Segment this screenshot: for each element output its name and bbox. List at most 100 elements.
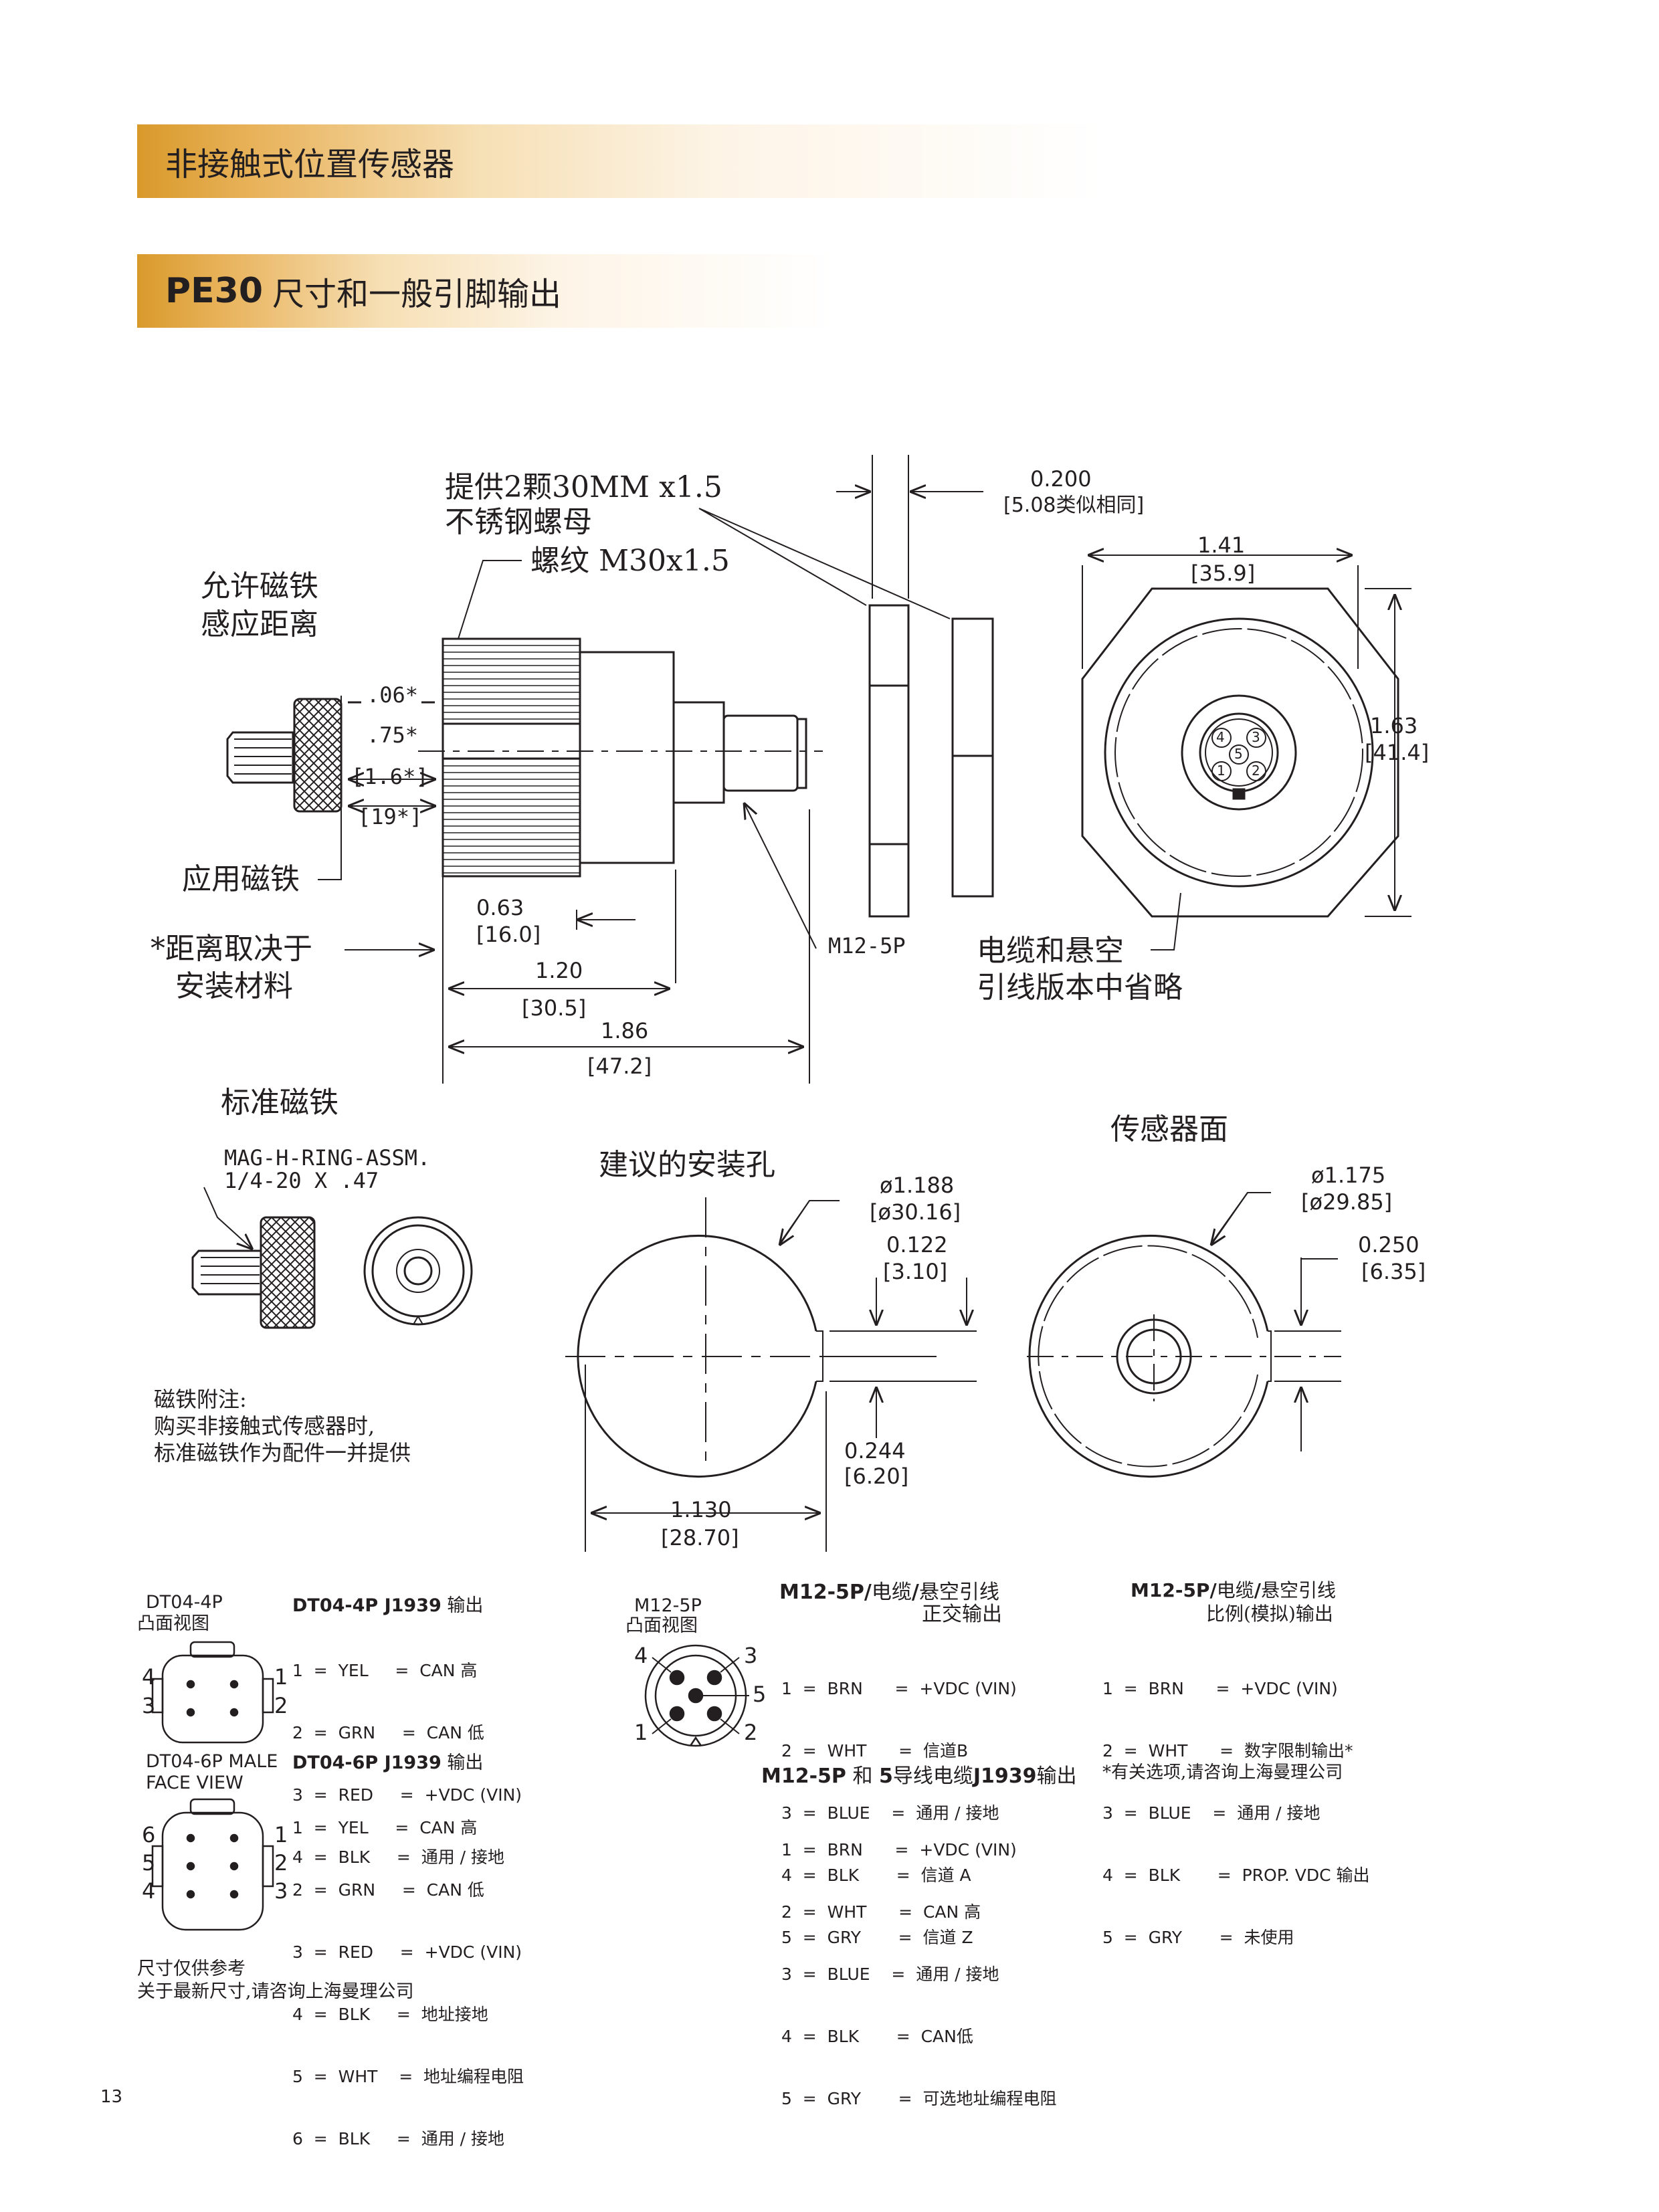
m12-view-label1: M12-5P xyxy=(634,1595,702,1616)
m12-quad-pin-row: 3 = BLUE = 通用 / 接地 xyxy=(781,1803,999,1823)
connector-label: M12-5P xyxy=(828,933,906,959)
dt04-6p-pin-row: 4 = BLK = 地址接地 xyxy=(292,2005,488,2024)
magnet-note-line3: 标准磁铁作为配件一并提供 xyxy=(154,1440,411,1466)
m12-view-label2: 凸面视图 xyxy=(625,1615,698,1636)
m12-analog-title-cable: 电缆 xyxy=(1216,1579,1254,1601)
dt04-6p-pin-row: 1 = YEL = CAN 高 xyxy=(292,1818,478,1837)
dt04-6p-side-2: 2 xyxy=(274,1850,288,1876)
m12-j1939-title-cable: 导线电缆 xyxy=(892,1765,973,1788)
dt04-6p-title-model: DT04-6P J1939 xyxy=(292,1752,442,1773)
category-title: 非接触式位置传感器 xyxy=(165,146,455,183)
magnet-note-line2: 购买非接触式传感器时, xyxy=(154,1413,375,1439)
dt04-6p-face xyxy=(153,1799,273,1930)
dt04-4p-view-label2: 凸面视图 xyxy=(137,1613,209,1634)
dia-1188: ø1.188 xyxy=(880,1173,955,1198)
dim-1130-mm: [28.70] xyxy=(661,1525,739,1550)
m12-face-pin-2: 2 xyxy=(744,1720,758,1745)
dt04-6p-title: DT04-6P J1939 输出 xyxy=(292,1752,483,1773)
gap-mm-1: [1.6*] xyxy=(351,764,429,789)
m12-face-pin-1: 1 xyxy=(634,1720,648,1745)
dim-0200: 0.200 xyxy=(1030,466,1092,492)
distance-note-line2: 安装材料 xyxy=(175,969,293,1003)
m12-quad-pin-row: 2 = WHT = 信道B xyxy=(781,1741,969,1761)
dia-1188-mm: [ø30.16] xyxy=(870,1199,961,1225)
dim-0200-mm: [5.08类似相同] xyxy=(1003,494,1145,517)
dt04-4p-pin-list: 1 = YEL = CAN 高 2 = GRN = CAN 低 3 = RED … xyxy=(292,1619,522,1888)
dt04-6p-side-3: 3 xyxy=(274,1878,288,1904)
standard-magnet-drawing xyxy=(193,1187,472,1328)
dt04-4p-side-3: 3 xyxy=(142,1693,156,1718)
dt04-6p-title-suffix: 输出 xyxy=(447,1752,484,1773)
section-banner: PE30 尺寸和一般引脚输出 xyxy=(137,254,834,328)
m12-analog-pin-row: 2 = WHT = 数字限制输出* xyxy=(1102,1741,1353,1761)
dt04-4p-title-model: DT04-4P J1939 xyxy=(292,1595,442,1616)
sensor-face-title: 传感器面 xyxy=(1110,1112,1228,1146)
m12-analog-title: M12-5P/电缆/悬空引线 xyxy=(1131,1580,1336,1601)
gap-in-1: .06* xyxy=(367,682,419,708)
gap-in-2: .75* xyxy=(367,722,419,748)
m12-analog-pin-row: 3 = BLUE = 通用 / 接地 xyxy=(1102,1803,1321,1823)
dim-141-mm: [35.9] xyxy=(1191,561,1256,586)
dim-063: 0.63 xyxy=(476,895,524,920)
dt04-4p-side-1: 1 xyxy=(274,1664,288,1690)
sensor-side-view xyxy=(227,508,950,1084)
hex-pin-4: 4 xyxy=(1216,729,1225,745)
dim-186-mm: [47.2] xyxy=(587,1053,652,1079)
dt04-6p-view-label2: FACE VIEW xyxy=(146,1773,243,1793)
dt04-6p-view-label1: DT04-6P MALE xyxy=(146,1751,278,1772)
m12-quad-pin-row: 1 = BRN = +VDC (VIN) xyxy=(781,1679,1017,1698)
dim-163: 1.63 xyxy=(1370,713,1418,738)
dim-0122-mm: [3.10] xyxy=(883,1259,948,1284)
nut-note-line1: 提供2颗30MM x1.5 xyxy=(445,470,722,504)
hex-pin-2: 2 xyxy=(1252,763,1260,779)
dim-0250-mm: [6.35] xyxy=(1361,1259,1426,1284)
m12-analog-footnote: *有关选项,请咨询上海曼理公司 xyxy=(1102,1763,1343,1783)
hex-end-view xyxy=(1082,555,1411,950)
m12-j1939-pin-row: 4 = BLK = CAN低 xyxy=(781,2027,973,2046)
m12-face-pin-3: 3 xyxy=(744,1643,758,1668)
footer-ref-line2: 关于最新尺寸,请咨询上海曼理公司 xyxy=(137,1981,414,2002)
m12-quad-title-model: M12-5P/ xyxy=(779,1581,872,1604)
dt04-4p-face xyxy=(153,1642,273,1742)
applied-magnet: 应用磁铁 xyxy=(182,862,300,896)
hex-pin-1: 1 xyxy=(1217,763,1226,779)
dia-1175: ø1.175 xyxy=(1311,1163,1386,1188)
dt04-4p-side-4: 4 xyxy=(142,1664,156,1690)
m12-j1939-title-output: 输出 xyxy=(1036,1765,1077,1788)
dt04-4p-pin-row: 1 = YEL = CAN 高 xyxy=(292,1661,478,1680)
dt04-6p-pin-row: 3 = RED = +VDC (VIN) xyxy=(292,1942,522,1962)
m12-j1939-pin-row: 3 = BLUE = 通用 / 接地 xyxy=(781,1965,999,1984)
m12-face-pin-4: 4 xyxy=(634,1643,648,1668)
m12-j1939-title-count: 5 xyxy=(879,1765,893,1788)
magnet-sense-line2: 感应距离 xyxy=(201,607,318,641)
magnet-sense-line1: 允许磁铁 xyxy=(201,569,318,603)
dim-120: 1.20 xyxy=(535,958,583,983)
section-title: 尺寸和一般引脚输出 xyxy=(272,276,562,313)
dim-186: 1.86 xyxy=(601,1018,649,1043)
dim-1130: 1.130 xyxy=(670,1497,732,1522)
m12-quad-pin-row: 4 = BLK = 信道 A xyxy=(781,1866,971,1885)
m12-quad-pin-list: 1 = BRN = +VDC (VIN) 2 = WHT = 信道B 3 = B… xyxy=(781,1637,1017,1969)
page-number: 13 xyxy=(100,2087,123,2107)
dt04-6p-pin-row: 6 = BLK = 通用 / 接地 xyxy=(292,2129,505,2148)
m12-j1939-pin-list: 1 = BRN = +VDC (VIN) 2 = WHT = CAN 高 3 =… xyxy=(781,1798,1057,2130)
m12-analog-title-slash: / xyxy=(1254,1579,1261,1601)
dt04-4p-pin-row: 4 = BLK = 通用 / 接地 xyxy=(292,1847,505,1867)
dim-063-mm: [16.0] xyxy=(476,922,541,947)
m12-quad-subtitle: 正交输出 xyxy=(922,1603,1002,1626)
dim-0122: 0.122 xyxy=(886,1232,948,1258)
dt04-4p-view-label1: DT04-4P xyxy=(146,1592,223,1613)
dim-141: 1.41 xyxy=(1197,532,1246,558)
nut-side-view xyxy=(836,455,993,916)
dt04-6p-side-1: 1 xyxy=(274,1822,288,1847)
dt04-6p-side-5: 5 xyxy=(142,1850,156,1876)
m12-analog-title-leads: 悬空引线 xyxy=(1260,1579,1336,1601)
magnet-part-line1: MAG-H-RING-ASSM. xyxy=(224,1145,431,1171)
m12-face-pin-5: 5 xyxy=(753,1682,767,1707)
dim-120-mm: [30.5] xyxy=(522,995,587,1021)
nut-note-line2: 不锈钢螺母 xyxy=(445,505,592,539)
m12-5p-face xyxy=(646,1645,749,1746)
dt04-6p-pin-list: 1 = YEL = CAN 高 2 = GRN = CAN 低 3 = RED … xyxy=(292,1776,524,2170)
sensor-face-drawing xyxy=(1027,1193,1341,1477)
